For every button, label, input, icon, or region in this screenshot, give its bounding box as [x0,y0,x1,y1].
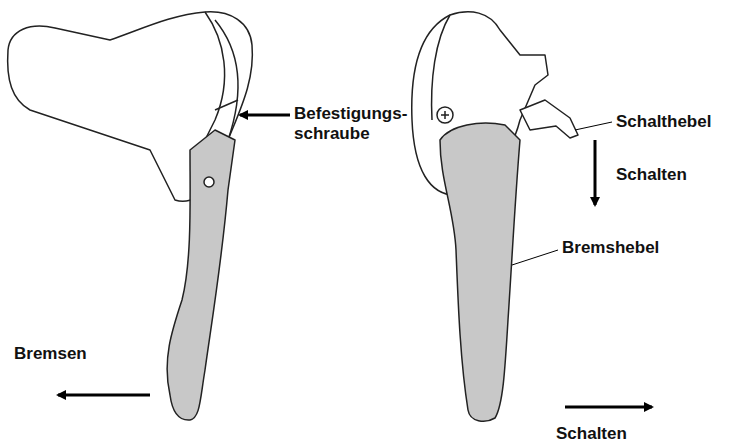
part-label: Schalthebel [616,112,711,132]
action-label: Schalten [616,165,687,185]
part-label: Befestigungs- schraube [294,104,424,144]
action-label: Schalten [556,424,627,444]
part-label: Bremshebel [562,238,659,258]
action-label: Bremsen [14,344,87,364]
